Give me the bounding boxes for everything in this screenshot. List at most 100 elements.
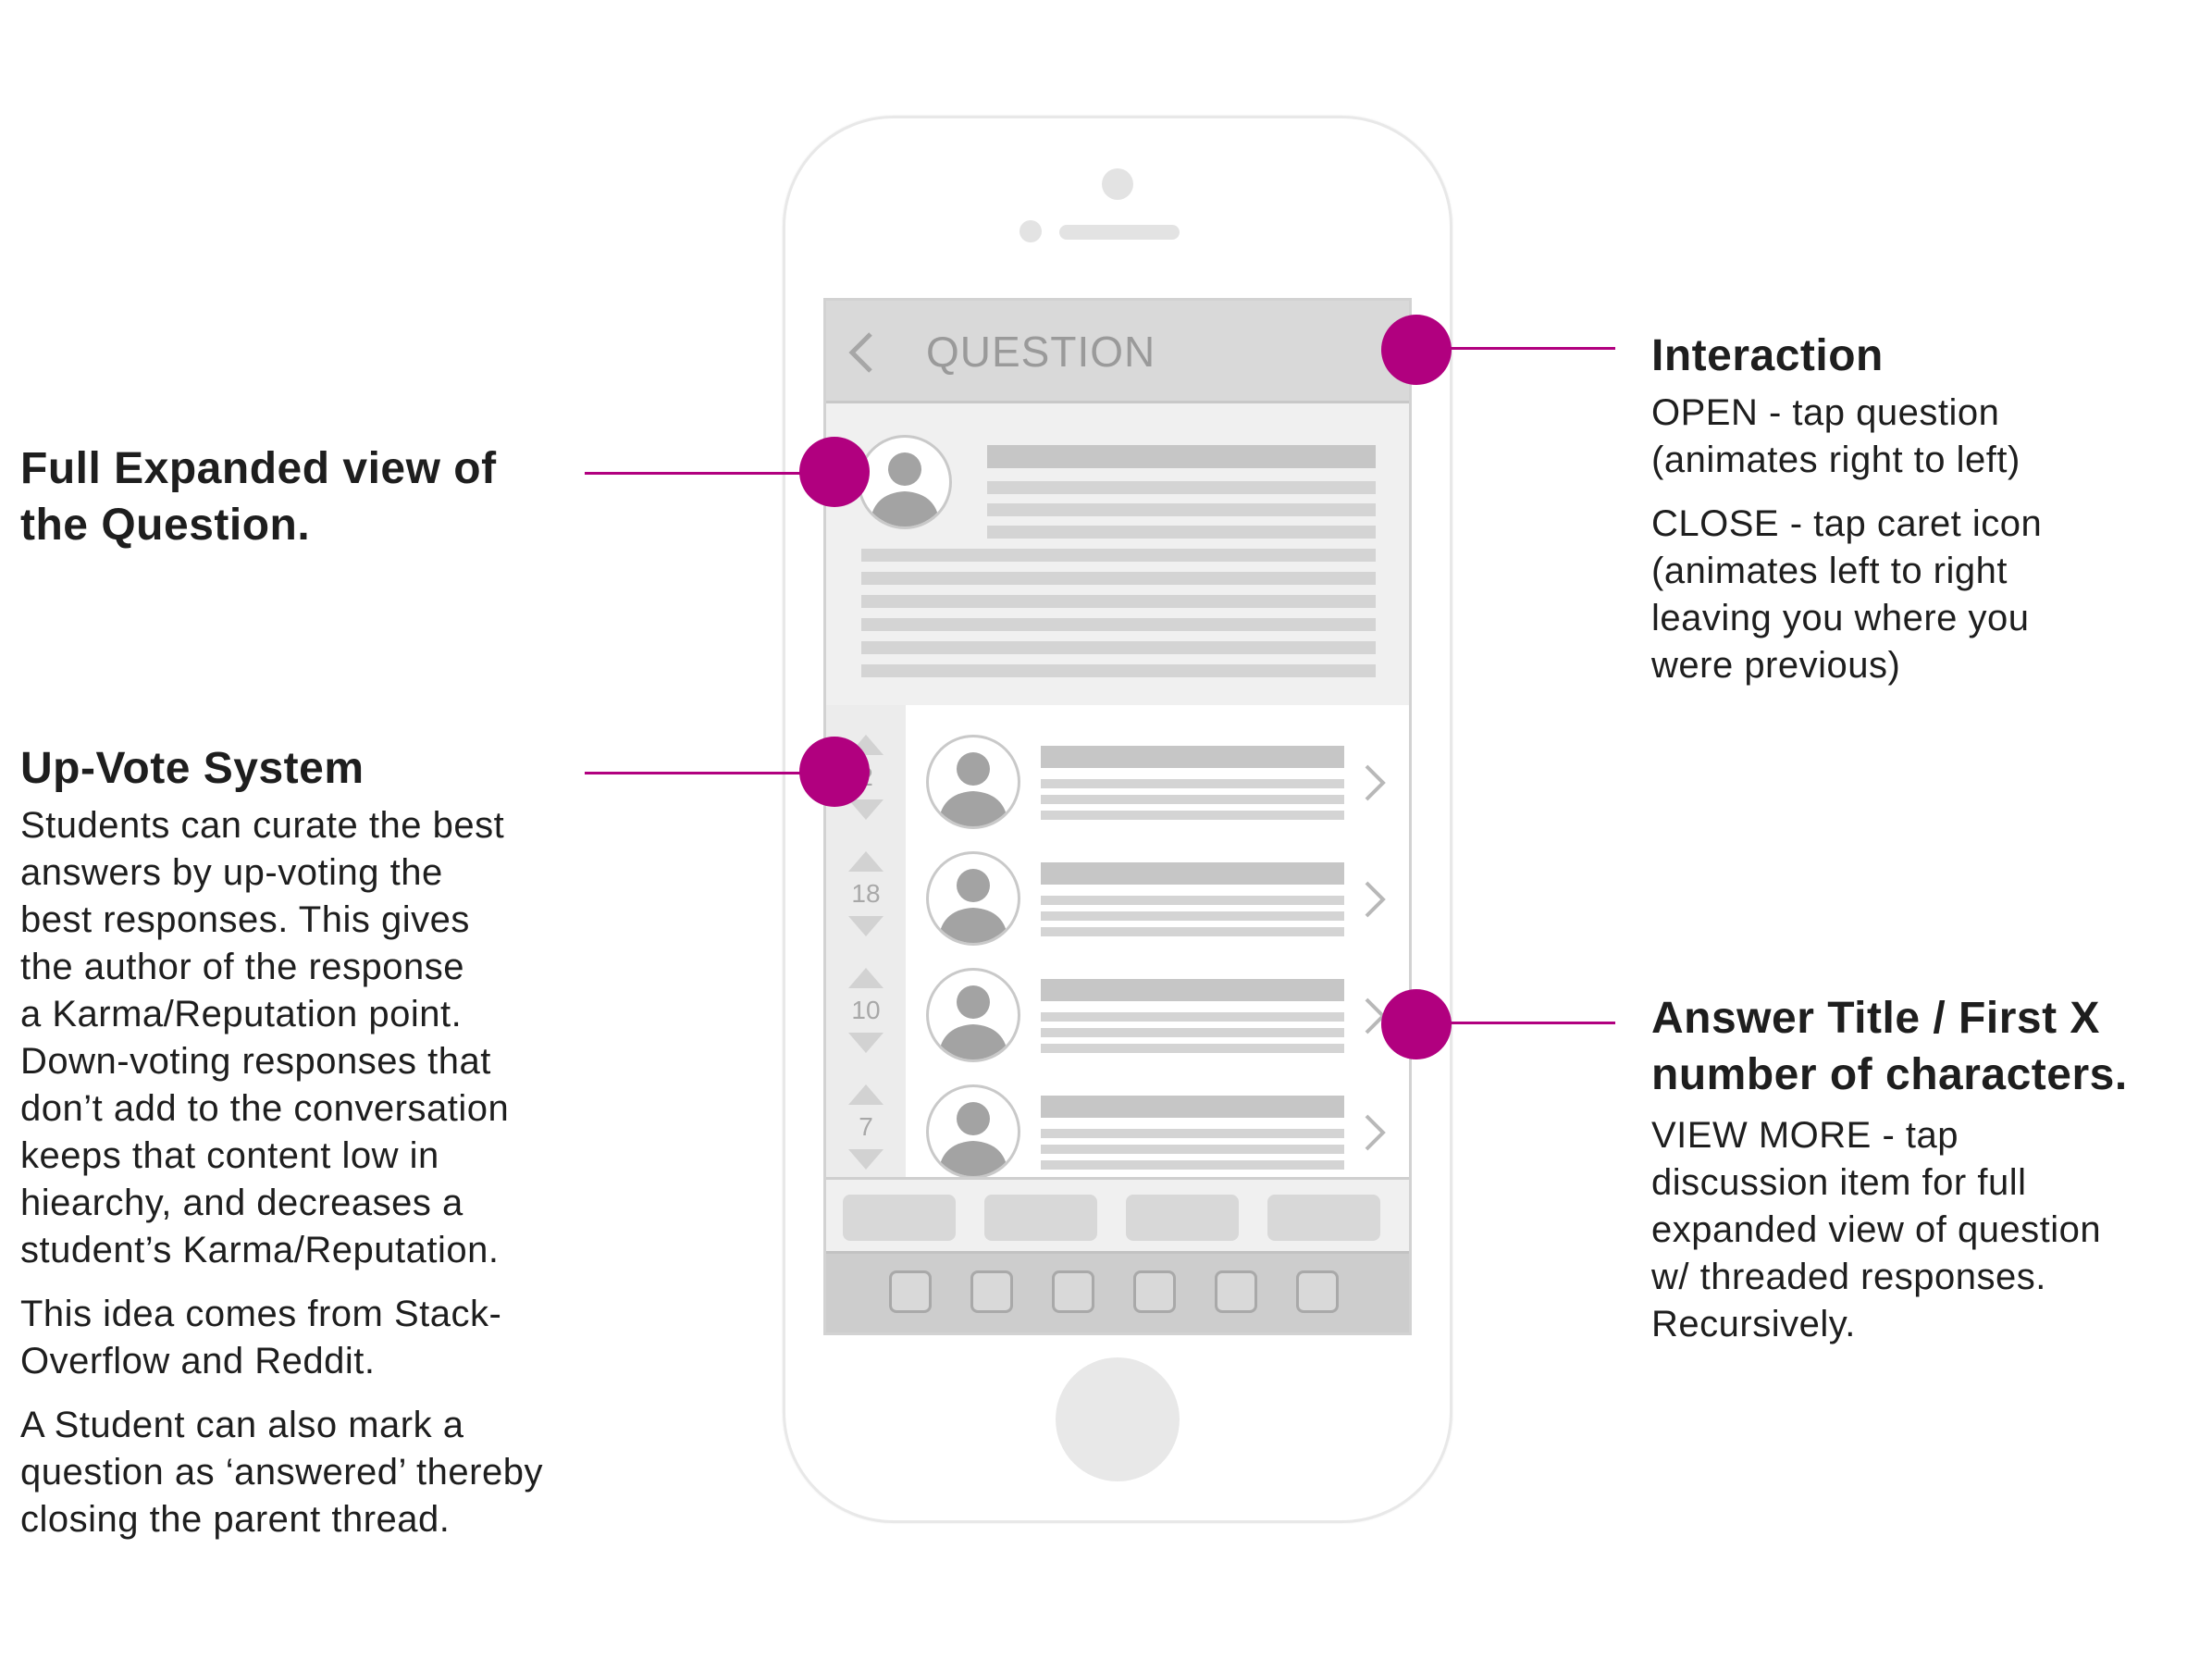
answer-title-placeholder [1041,979,1344,1001]
vote-count: 10 [851,996,881,1024]
full-view-title: Full Expanded view of the Question. [20,440,497,553]
callout-dot-upvote [799,737,870,807]
toolbar-button[interactable] [1052,1270,1094,1313]
user-silhouette-icon [938,869,1008,943]
answer-row[interactable]: 18 [826,822,1409,946]
answer-row[interactable]: 10 [826,938,1409,1062]
answer-text-line [1041,779,1344,788]
downvote-arrow-icon[interactable] [848,799,884,820]
answer-text-line [1041,1160,1344,1170]
interaction-body: OPEN - tap question (animates right to l… [1651,390,2188,689]
toolbar-button[interactable] [1215,1270,1257,1313]
answer-avatar [926,968,1020,1062]
tab-bar [826,1177,1409,1254]
downvote-arrow-icon[interactable] [848,1033,884,1053]
question-detail[interactable] [826,403,1409,705]
tab-placeholder[interactable] [1126,1195,1239,1241]
toolbar-button[interactable] [889,1270,932,1313]
sensor-dot-icon [1019,220,1042,242]
answer-row[interactable]: 7 [826,1055,1409,1179]
question-meta-line [987,526,1376,539]
question-avatar [858,435,952,529]
upvote-body: Students can curate the best answers by … [20,802,649,1543]
callout-line-full-view [585,472,816,475]
toolbar-button[interactable] [970,1270,1013,1313]
user-silhouette-icon [938,985,1008,1059]
callout-dot-interaction [1381,315,1452,385]
question-body-line [861,549,1376,562]
answer-text-line [1041,1012,1344,1022]
upvote-arrow-icon[interactable] [848,1084,884,1105]
answer-title-placeholder [1041,862,1344,885]
upvote-paragraph-2: This idea comes from Stack- Overflow and… [20,1294,502,1381]
phone-screen: QUESTION 2 [823,298,1412,1335]
upvote-paragraph-1: Students can curate the best answers by … [20,805,510,1270]
upvote-paragraph-3: A Student can also mark a question as ‘a… [20,1405,543,1540]
answer-body: VIEW MORE - tap discussion item for full… [1651,1112,2206,1348]
chevron-left-icon[interactable] [843,330,880,375]
user-silhouette-icon [938,1102,1008,1176]
answer-avatar [926,735,1020,829]
system-toolbar [826,1251,1409,1332]
full-view-title-line1: Full Expanded view of [20,444,497,493]
user-silhouette-icon [938,752,1008,826]
downvote-arrow-icon[interactable] [848,916,884,936]
chevron-right-icon[interactable] [1363,879,1387,920]
downvote-arrow-icon[interactable] [848,1149,884,1170]
upvote-arrow-icon[interactable] [848,851,884,872]
answer-annotation: Answer Title / First X number of charact… [1651,990,2206,1365]
interaction-paragraph-2: CLOSE - tap caret icon (animates left to… [1651,503,2043,686]
user-silhouette-icon [870,452,940,526]
question-body-line [861,572,1376,585]
chevron-right-icon[interactable] [1363,1112,1387,1153]
answer-text-line [1041,795,1344,804]
question-body-line [861,664,1376,677]
question-body-line [861,595,1376,608]
answer-text-line [1041,1044,1344,1053]
answer-avatar [926,851,1020,946]
tab-placeholder[interactable] [984,1195,1097,1241]
answer-title-placeholder [1041,746,1344,768]
question-body-line [861,618,1376,631]
callout-line-answer [1414,1022,1615,1024]
question-meta-line [987,503,1376,516]
answer-text-line [1041,1028,1344,1037]
interaction-annotation: Interaction OPEN - tap question (animate… [1651,328,2188,706]
callout-line-interaction [1414,347,1615,350]
upvote-annotation: Up-Vote System Students can curate the b… [20,740,649,1560]
answer-title-placeholder [1041,1096,1344,1118]
vote-count: 18 [851,879,881,908]
callout-dot-answer [1381,989,1452,1059]
chevron-right-icon[interactable] [1363,762,1387,803]
interaction-title: Interaction [1651,331,1884,380]
answer-text-line [1041,896,1344,905]
question-meta-line [987,481,1376,494]
full-view-title-line2: the Question. [20,501,311,550]
front-camera-icon [1102,168,1133,200]
toolbar-button[interactable] [1133,1270,1176,1313]
answer-text-line [1041,1145,1344,1154]
callout-dot-full-view [799,437,870,507]
upvote-arrow-icon[interactable] [848,968,884,988]
tab-placeholder[interactable] [1267,1195,1380,1241]
home-button[interactable] [1056,1357,1180,1481]
toolbar-button[interactable] [1296,1270,1339,1313]
tab-placeholder[interactable] [843,1195,956,1241]
question-title-placeholder [987,445,1376,468]
answer-text-line [1041,911,1344,921]
answer-text-line [1041,811,1344,820]
screen-header: QUESTION [826,301,1409,403]
answer-text-line [1041,1129,1344,1138]
answer-row[interactable]: 2 [826,705,1409,829]
screen-header-title: QUESTION [926,328,1156,376]
answer-title: Answer Title / First X number of charact… [1651,994,2128,1099]
answer-paragraph-1: VIEW MORE - tap discussion item for full… [1651,1115,2102,1344]
vote-count: 7 [859,1112,873,1141]
question-body-line [861,641,1376,654]
answer-text-line [1041,927,1344,936]
speaker-grille [1059,225,1180,240]
answer-avatar [926,1084,1020,1179]
interaction-paragraph-1: OPEN - tap question (animates right to l… [1651,392,2020,480]
callout-line-upvote [585,772,816,774]
upvote-title: Up-Vote System [20,744,365,793]
